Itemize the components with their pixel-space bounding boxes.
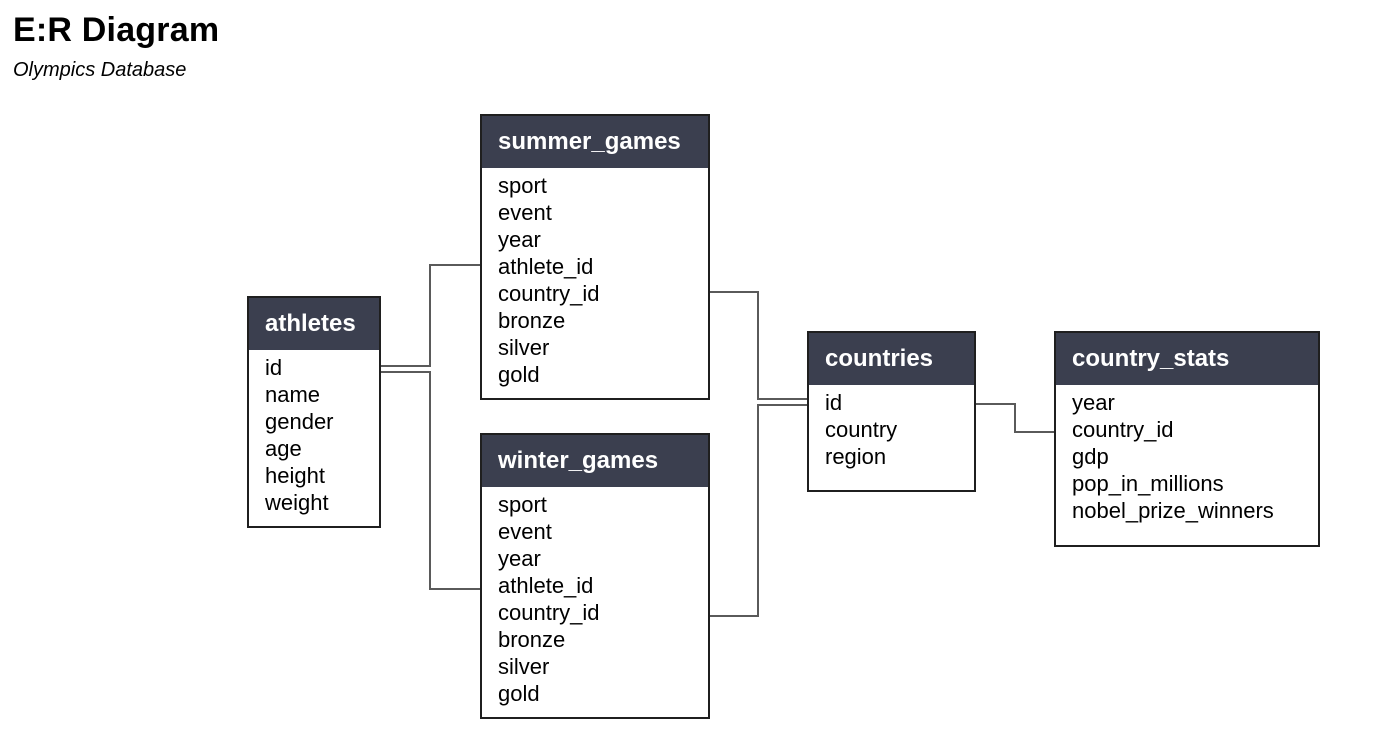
table-winter-games[interactable]: winter_games sport event year athlete_id… [480, 433, 710, 719]
field-winter-games-bronze: bronze [498, 627, 566, 652]
connector-athletes-summer-games [380, 264, 482, 367]
field-country-stats-nobel-prize-winners: nobel_prize_winners [1072, 498, 1274, 523]
field-winter-games-year: year [498, 546, 541, 571]
field-summer-games-country-id: country_id [498, 281, 600, 306]
table-countries-fields: id country region [809, 385, 974, 470]
field-summer-games-silver: silver [498, 335, 550, 360]
field-countries-country: country [825, 417, 898, 442]
field-summer-games-gold: gold [498, 362, 540, 387]
field-winter-games-sport: sport [498, 492, 547, 517]
field-winter-games-silver: silver [498, 654, 550, 679]
field-countries-region: region [825, 444, 887, 469]
field-country-stats-pop-in-millions: pop_in_millions [1072, 471, 1224, 496]
field-country-stats-year: year [1072, 390, 1115, 415]
table-athletes-fields: id name gender age height weight [249, 350, 379, 516]
table-athletes-header: athletes [249, 298, 379, 350]
field-winter-games-gold: gold [498, 681, 540, 706]
table-summer-games-fields: sport event year athlete_id country_id b… [482, 168, 708, 388]
field-athletes-gender: gender [265, 409, 334, 434]
table-winter-games-fields: sport event year athlete_id country_id b… [482, 487, 708, 707]
field-country-stats-gdp: gdp [1072, 444, 1109, 469]
field-athletes-id: id [265, 355, 283, 380]
field-athletes-age: age [265, 436, 302, 461]
field-winter-games-athlete-id: athlete_id [498, 573, 594, 598]
table-country-stats-header: country_stats [1056, 333, 1318, 385]
connector-winter-games-countries [708, 404, 809, 617]
table-athletes[interactable]: athletes id name gender age height weigh… [247, 296, 381, 528]
field-athletes-weight: weight [265, 490, 329, 515]
field-summer-games-sport: sport [498, 173, 547, 198]
connector-countries-country-stats [975, 403, 1056, 433]
connector-summer-games-countries [708, 291, 809, 400]
diagram-title: E:R Diagram [13, 11, 220, 49]
field-summer-games-athlete-id: athlete_id [498, 254, 594, 279]
field-summer-games-year: year [498, 227, 541, 252]
field-athletes-height: height [265, 463, 325, 488]
field-athletes-name: name [265, 382, 321, 407]
connector-athletes-winter-games [380, 371, 482, 590]
field-winter-games-event: event [498, 519, 552, 544]
table-countries-header: countries [809, 333, 974, 385]
table-winter-games-header: winter_games [482, 435, 708, 487]
table-summer-games[interactable]: summer_games sport event year athlete_id… [480, 114, 710, 400]
field-summer-games-event: event [498, 200, 552, 225]
field-countries-id: id [825, 390, 843, 415]
diagram-subtitle: Olympics Database [13, 59, 187, 81]
field-winter-games-country-id: country_id [498, 600, 600, 625]
table-summer-games-header: summer_games [482, 116, 708, 168]
table-country-stats[interactable]: country_stats year country_id gdp pop_in… [1054, 331, 1320, 547]
field-country-stats-country-id: country_id [1072, 417, 1174, 442]
field-summer-games-bronze: bronze [498, 308, 566, 333]
table-country-stats-fields: year country_id gdp pop_in_millions nobe… [1056, 385, 1318, 524]
table-countries[interactable]: countries id country region [807, 331, 976, 492]
